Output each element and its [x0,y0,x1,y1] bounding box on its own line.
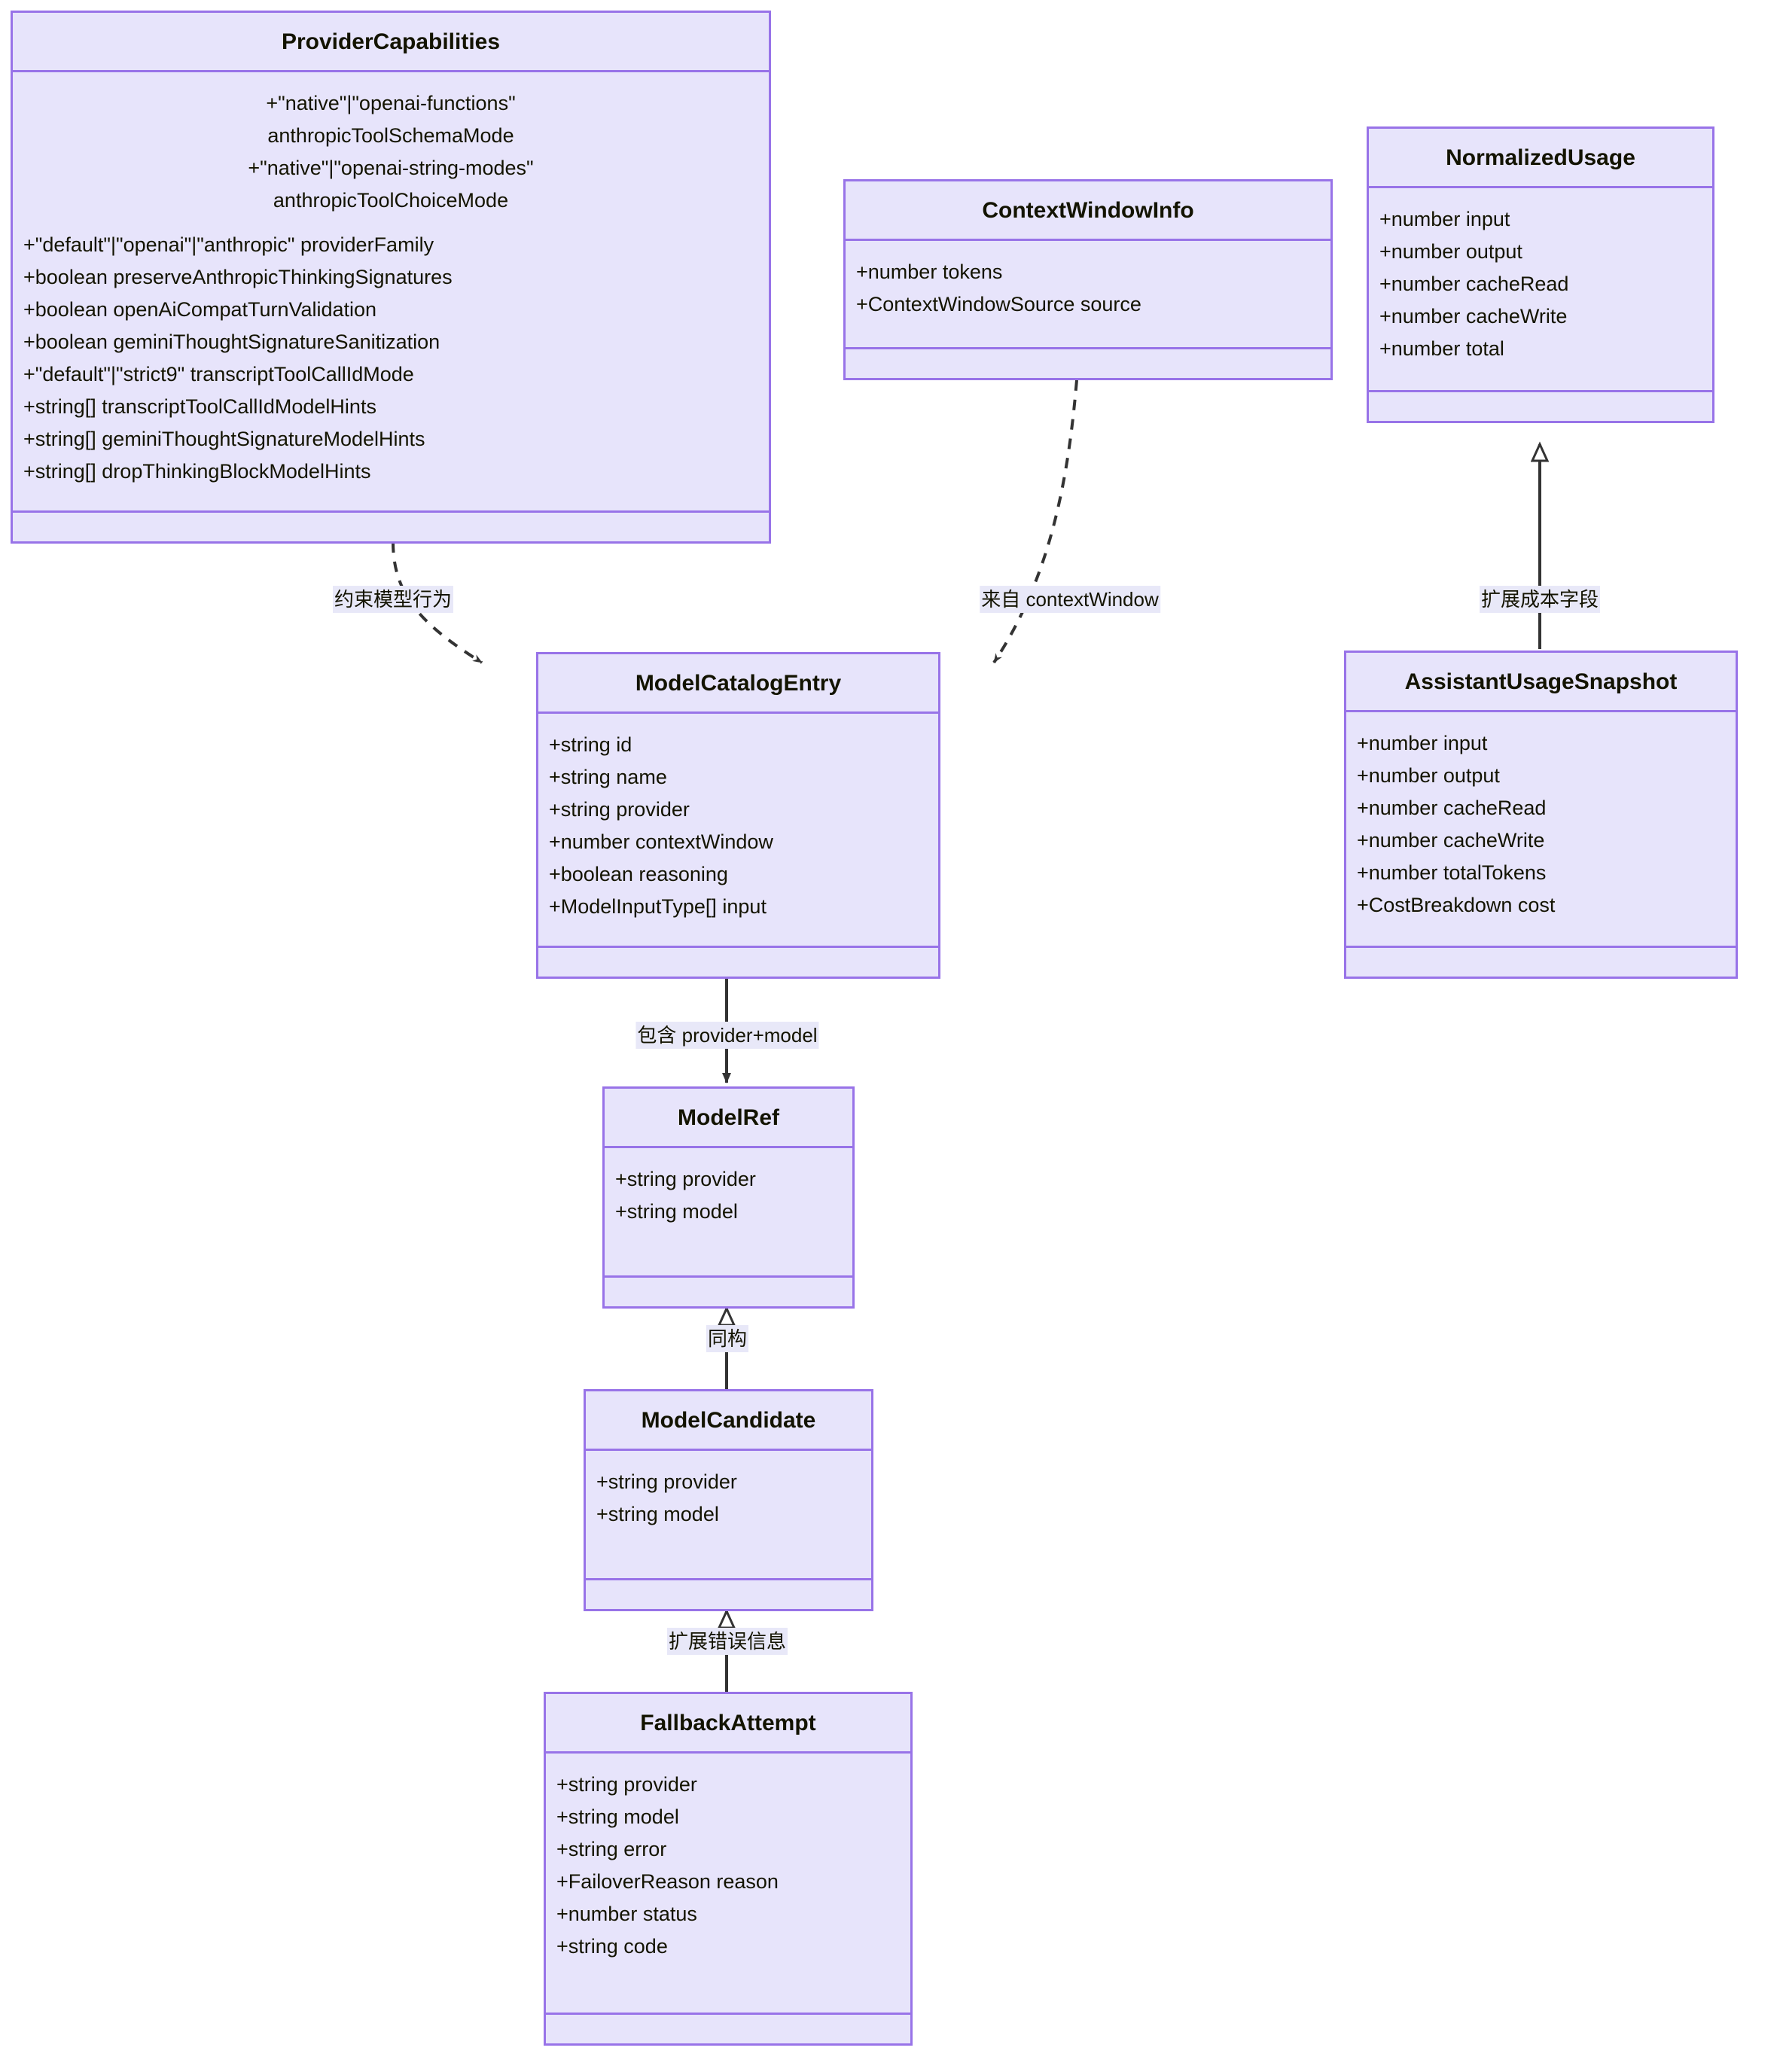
attribute-row: +ModelInputType[] input [549,895,767,918]
attribute-row: +boolean preserveAnthropicThinkingSignat… [23,266,453,288]
edge-from-context-window [992,379,1078,664]
edge-label-extends-error-info: 扩展错误信息 [666,1628,788,1655]
class-methods-assistant-usage-snapshot [1346,948,1736,977]
attribute-row: +number total [1379,337,1504,360]
attribute-row: +number cacheWrite [1379,305,1568,328]
class-title-model-ref: ModelRef [605,1089,852,1148]
class-box-provider-capabilities[interactable]: ProviderCapabilities +"native"|"openai-f… [11,11,771,544]
edge-label-constrain-model-behavior: 约束模型行为 [332,586,454,613]
class-attributes-model-ref: +string provider +string model [605,1148,852,1278]
attribute-row: +number cacheRead [1357,797,1547,819]
edge-label-isomorphic: 同构 [706,1325,749,1352]
class-box-assistant-usage-snapshot[interactable]: AssistantUsageSnapshot +number input +nu… [1344,651,1738,979]
attribute-row: +"default"|"strict9" transcriptToolCallI… [23,363,414,385]
class-methods-model-catalog-entry [538,948,938,977]
class-attributes-normalized-usage: +number input +number output +number cac… [1369,188,1712,392]
class-methods-model-ref [605,1278,852,1306]
attribute-row: +"default"|"openai"|"anthropic" provider… [23,233,434,256]
attribute-row: +string error [556,1838,667,1860]
attribute-row: +"native"|"openai-string-modes" [248,157,534,179]
class-methods-fallback-attempt [546,2015,910,2043]
edge-label-contains-provider-model: 包含 provider+model [635,1022,819,1049]
attribute-row: +string[] geminiThoughtSignatureModelHin… [23,428,425,450]
class-attributes-model-candidate: +string provider +string model [586,1451,871,1580]
class-title-model-candidate: ModelCandidate [586,1391,871,1451]
attribute-row: +string provider [615,1168,756,1190]
class-title-context-window-info: ContextWindowInfo [846,181,1330,241]
class-title-normalized-usage: NormalizedUsage [1369,129,1712,188]
attribute-row: +number output [1357,764,1500,787]
edge-label-extends-cost-fields: 扩展成本字段 [1479,586,1601,613]
attribute-row: +string name [549,766,667,788]
class-attributes-provider-capabilities: +"native"|"openai-functions" anthropicTo… [13,72,769,513]
attribute-row: +number contextWindow [549,830,773,853]
class-box-model-catalog-entry[interactable]: ModelCatalogEntry +string id +string nam… [536,652,940,979]
class-attributes-model-catalog-entry: +string id +string name +string provider… [538,714,938,948]
class-title-assistant-usage-snapshot: AssistantUsageSnapshot [1346,653,1736,712]
attribute-row: anthropicToolSchemaMode [267,124,514,147]
attribute-row: +string id [549,733,632,756]
class-methods-model-candidate [586,1580,871,1609]
attribute-row: +number cacheWrite [1357,829,1545,852]
class-box-fallback-attempt[interactable]: FallbackAttempt +string provider +string… [544,1692,913,2046]
attribute-row: +CostBreakdown cost [1357,894,1556,916]
attribute-row: +string[] transcriptToolCallIdModelHints [23,395,376,418]
attribute-row: +boolean openAiCompatTurnValidation [23,298,377,321]
attribute-row: +string provider [549,798,690,821]
attribute-row: +"native"|"openai-functions" [266,92,516,114]
attribute-row: +number input [1357,732,1488,754]
class-box-normalized-usage[interactable]: NormalizedUsage +number input +number ou… [1367,126,1714,423]
attribute-row: +FailoverReason reason [556,1870,779,1893]
class-methods-context-window-info [846,349,1330,378]
attribute-row: +number tokens [856,261,1003,283]
attribute-row: +ContextWindowSource source [856,293,1141,315]
class-box-model-ref[interactable]: ModelRef +string provider +string model [602,1086,855,1309]
attribute-row: +string provider [556,1773,697,1796]
attribute-row: +string model [615,1200,738,1223]
class-methods-provider-capabilities [13,513,769,541]
class-attributes-assistant-usage-snapshot: +number input +number output +number cac… [1346,712,1736,948]
class-attributes-context-window-info: +number tokens +ContextWindowSource sour… [846,241,1330,349]
attribute-row: anthropicToolChoiceMode [273,189,509,212]
attribute-row: +string model [596,1503,719,1525]
class-attributes-fallback-attempt: +string provider +string model +string e… [546,1754,910,2015]
attribute-row: +number status [556,1903,697,1925]
attribute-row: +boolean geminiThoughtSignatureSanitizat… [23,331,440,353]
class-box-context-window-info[interactable]: ContextWindowInfo +number tokens +Contex… [843,179,1333,380]
class-title-model-catalog-entry: ModelCatalogEntry [538,654,938,714]
class-title-fallback-attempt: FallbackAttempt [546,1694,910,1754]
attribute-row: +string provider [596,1470,737,1493]
attribute-row: +number output [1379,240,1522,263]
attribute-row: +string model [556,1805,679,1828]
edge-label-from-context-window: 来自 contextWindow [980,586,1160,613]
class-title-provider-capabilities: ProviderCapabilities [13,13,769,72]
attribute-row: +string code [556,1935,668,1958]
class-methods-normalized-usage [1369,392,1712,421]
attribute-row: +boolean reasoning [549,863,728,885]
attribute-row: +string[] dropThinkingBlockModelHints [23,460,371,483]
attribute-row: +number totalTokens [1357,861,1547,884]
class-box-model-candidate[interactable]: ModelCandidate +string provider +string … [584,1389,873,1611]
attribute-row: +number input [1379,208,1510,230]
attribute-row: +number cacheRead [1379,273,1569,295]
